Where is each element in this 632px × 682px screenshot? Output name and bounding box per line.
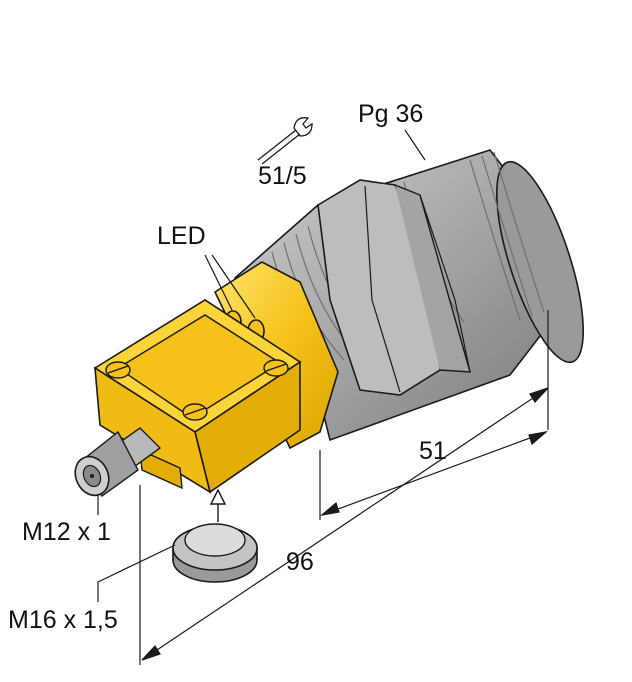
assembly-arrow <box>209 488 227 522</box>
dimension-lines <box>97 129 549 665</box>
m12-connector <box>74 427 162 497</box>
sealing-cap <box>172 523 258 583</box>
thread-label: Pg 36 <box>358 100 424 128</box>
wrench-icon <box>257 117 313 165</box>
connector-label: M12 x 1 <box>22 518 111 546</box>
yellow-head <box>93 299 302 494</box>
dimension-51: 51 <box>419 437 447 465</box>
cable-gland-label: M16 x 1,5 <box>8 606 118 634</box>
led-label: LED <box>157 222 206 250</box>
dimension-96: 96 <box>286 548 314 576</box>
wrench-size-label: 51/5 <box>258 162 307 190</box>
hex-nut-pair <box>317 179 471 396</box>
